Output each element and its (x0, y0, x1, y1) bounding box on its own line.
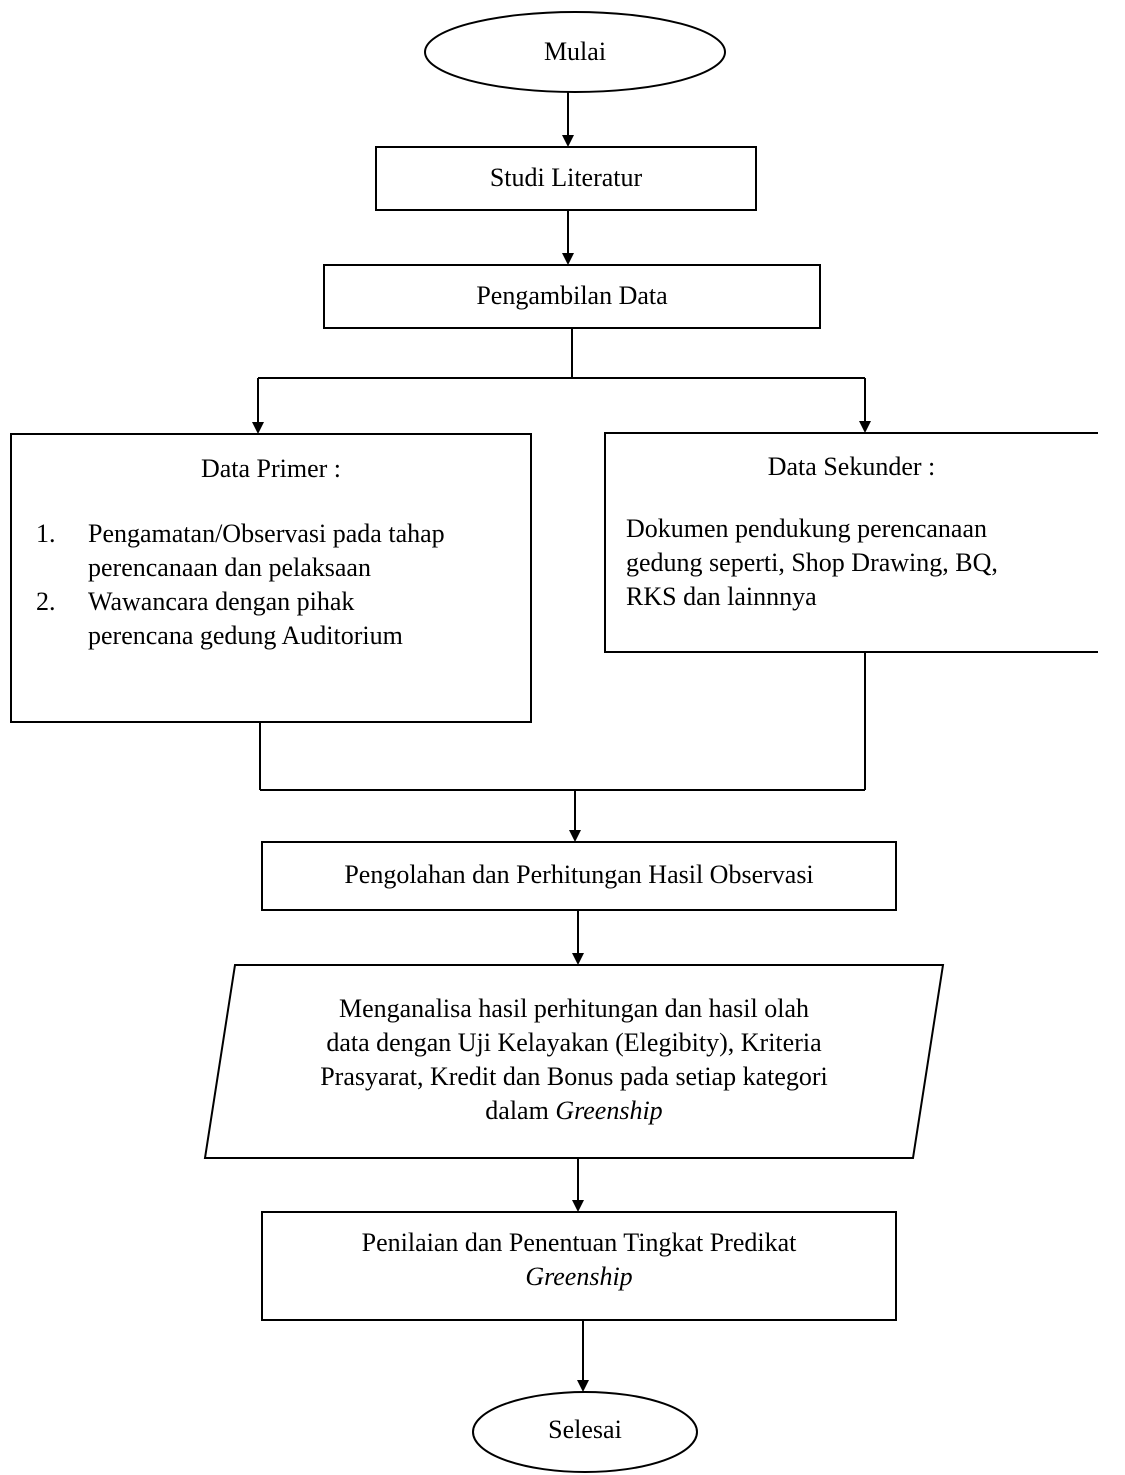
end-terminal (472, 1391, 698, 1473)
secondary-line: gedung seperti, Shop Drawing, BQ, (626, 548, 998, 577)
literature-label: Studi Literatur (489, 163, 643, 192)
secondary-text: Dokumen pendukung perencanaan gedung sep… (626, 512, 998, 614)
processing-label: Pengolahan dan Perhitungan Hasil Observa… (344, 860, 814, 889)
data-collection-label: Pengambilan Data (476, 281, 668, 310)
secondary-line: Dokumen pendukung perencanaan (626, 514, 987, 543)
greenship-term: Greenship (555, 1096, 663, 1125)
assessment-process (261, 1211, 897, 1321)
list-item-text: Wawancara dengan pihak (88, 587, 355, 616)
list-number: 1. (36, 519, 56, 548)
literature-process (375, 146, 757, 211)
assessment-line: Penilaian dan Penentuan Tingkat Predikat (361, 1228, 797, 1257)
start-label: Mulai (543, 37, 607, 66)
greenship-term: Greenship (525, 1262, 633, 1291)
assessment-text: Penilaian dan Penentuan Tingkat Predikat… (262, 1226, 896, 1294)
analysis-io-parallelogram (203, 964, 945, 1159)
primary-list-item: 1. Pengamatan/Observasi pada tahap (36, 517, 445, 551)
secondary-title: Data Sekunder : (767, 452, 936, 481)
analysis-line: data dengan Uji Kelayakan (Elegibity), K… (326, 1028, 822, 1057)
primary-list-item-continuation: perencanaan dan pelaksaan (36, 551, 445, 585)
primary-list-item-continuation: perencana gedung Auditorium (36, 619, 445, 653)
list-item-text: perencanaan dan pelaksaan (88, 553, 371, 582)
analysis-line: Menganalisa hasil perhitungan dan hasil … (338, 994, 810, 1023)
analysis-line: Prasyarat, Kredit dan Bonus pada setiap … (320, 1062, 828, 1091)
secondary-data-box (604, 432, 1098, 653)
list-item-text: perencana gedung Auditorium (88, 621, 403, 650)
primary-data-box (10, 433, 532, 723)
list-item-text: Pengamatan/Observasi pada tahap (88, 519, 445, 548)
secondary-line: RKS dan lainnnya (626, 582, 817, 611)
start-terminal (424, 11, 726, 93)
analysis-line: dalam Greenship (485, 1096, 663, 1125)
analysis-text: Menganalisa hasil perhitungan dan hasil … (205, 992, 943, 1128)
primary-list: 1. Pengamatan/Observasi pada tahap peren… (36, 517, 445, 653)
end-label: Selesai (548, 1415, 622, 1444)
primary-list-item: 2. Wawancara dengan pihak (36, 585, 445, 619)
primary-title: Data Primer : (200, 454, 342, 483)
list-number: 2. (36, 587, 56, 616)
